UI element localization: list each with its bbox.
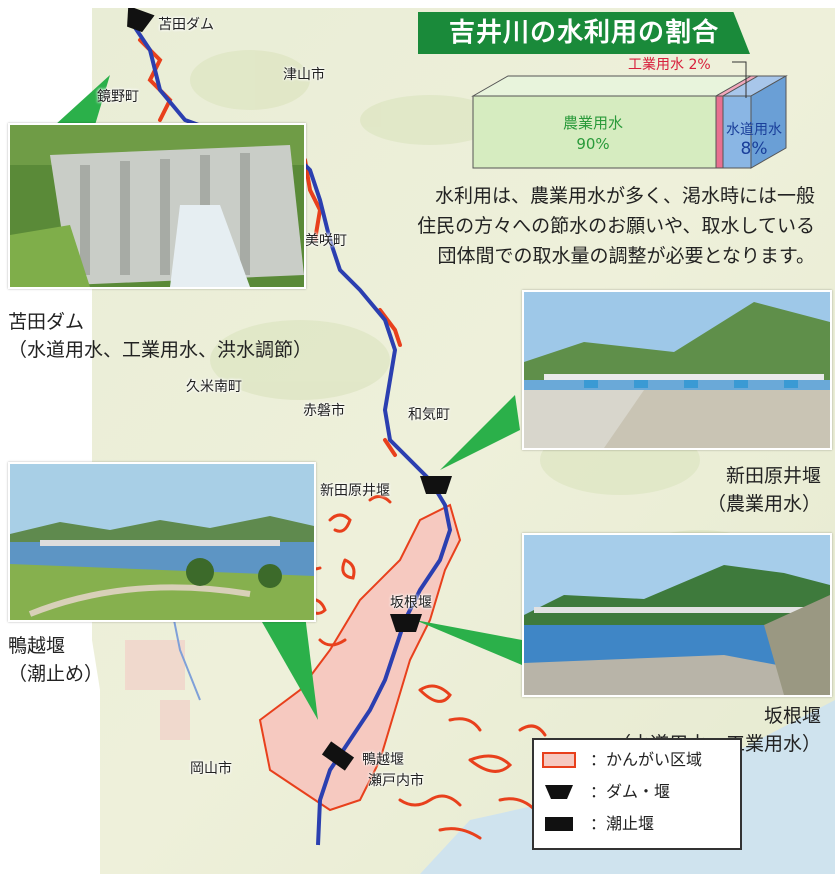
place-label-setouchi: 瀬戸内市 <box>368 773 424 789</box>
agriculture-label: 農業用水 <box>563 114 623 132</box>
page-title: 吉井川の水利用の割合 <box>418 12 750 54</box>
callout-wedges <box>55 75 522 720</box>
agriculture-value: 90% <box>576 135 609 153</box>
tomata-dam-marker-label: 苫田ダム <box>158 17 214 33</box>
shintabara-weir-marker-icon <box>420 476 452 494</box>
sakane-weir-marker-label: 坂根堰 <box>390 595 432 611</box>
tomata-dam-marker-icon <box>127 8 155 33</box>
map-legend: ：かんがい区域 ：ダム・堰 ：潮止堰 <box>532 738 742 850</box>
description-line: 団体間での取水量の調整が必要となります。 <box>437 245 815 267</box>
sakane-caption-name: 坂根堰 <box>763 705 821 727</box>
watersupply-label: 水道用水 <box>726 122 782 138</box>
sakane-weir-photo <box>522 533 832 697</box>
kamogoshi-tide-weir-marker-icon <box>321 741 355 771</box>
dam-weir-icon <box>545 785 573 799</box>
kamogoshi-caption-use: （潮止め） <box>8 663 104 685</box>
tomata-dam-caption: 苫田ダム （水道用水、工業用水、洪水調節） <box>8 308 312 364</box>
place-label-kagamino: 鏡野町 <box>97 89 139 105</box>
kamogoshi-caption-name: 鴨越堰 <box>8 635 66 657</box>
shintabara-weir-caption: 新田原井堰 （農業用水） <box>707 462 821 518</box>
description: 水利用は、農業用水が多く、渇水時には一般 住民の方々への節水のお願いや、取水して… <box>410 181 815 271</box>
tomata-caption-use: （水道用水、工業用水、洪水調節） <box>8 339 313 361</box>
industrial-leader-line <box>732 61 747 98</box>
place-label-misaki: 美咲町 <box>305 233 347 249</box>
shintabara-weir-photo <box>522 290 832 450</box>
irrigation-area-icon <box>542 752 576 768</box>
place-label-kumenan: 久米南町 <box>186 379 242 395</box>
place-label-tsuyama: 津山市 <box>283 67 325 83</box>
industrial-bar <box>715 95 724 169</box>
kamogoshi-weir-marker-label: 鴨越堰 <box>362 752 404 768</box>
shintabara-weir-marker-label: 新田原井堰 <box>320 483 390 499</box>
irrigation-area-main <box>258 503 462 812</box>
sakane-weir-marker-icon <box>390 614 422 632</box>
water-use-share-chart: 農業用水 90% 水道用水 8% <box>471 75 788 169</box>
description-line: 住民の方々への節水のお願いや、取水している <box>417 215 815 237</box>
legend-label-dam: ：ダム・堰 <box>590 782 671 801</box>
agriculture-top <box>471 75 753 97</box>
legend-label-irrigation: ：かんがい区域 <box>590 750 703 769</box>
tide-weir-icon <box>545 817 573 831</box>
place-label-akaiwa: 赤磐市 <box>303 403 345 419</box>
legend-label-tide-weir: ：潮止堰 <box>590 814 655 833</box>
watersupply-side <box>750 75 787 169</box>
shintabara-caption-name: 新田原井堰 <box>725 465 821 487</box>
agriculture-bar <box>472 95 717 169</box>
watersupply-value: 8% <box>741 139 768 159</box>
description-line: 水利用は、農業用水が多く、渇水時には一般 <box>434 185 815 207</box>
tomata-dam-photo <box>8 123 306 289</box>
irrigation-upper <box>138 38 402 457</box>
industrial-label: 工業用水 <box>628 57 684 73</box>
industrial-value: 2% <box>688 57 711 73</box>
tomata-caption-name: 苫田ダム <box>8 311 85 333</box>
okayama-urban-area <box>125 640 190 740</box>
kamogoshi-weir-photo <box>8 462 316 622</box>
industrial-label-group: 工業用水 2% <box>628 54 711 74</box>
place-label-wake: 和気町 <box>408 407 450 423</box>
place-label-okayama: 岡山市 <box>190 761 232 777</box>
watersupply-bar <box>722 95 752 169</box>
shintabara-caption-use: （農業用水） <box>706 493 821 515</box>
kamogoshi-weir-caption: 鴨越堰 （潮止め） <box>8 632 103 688</box>
